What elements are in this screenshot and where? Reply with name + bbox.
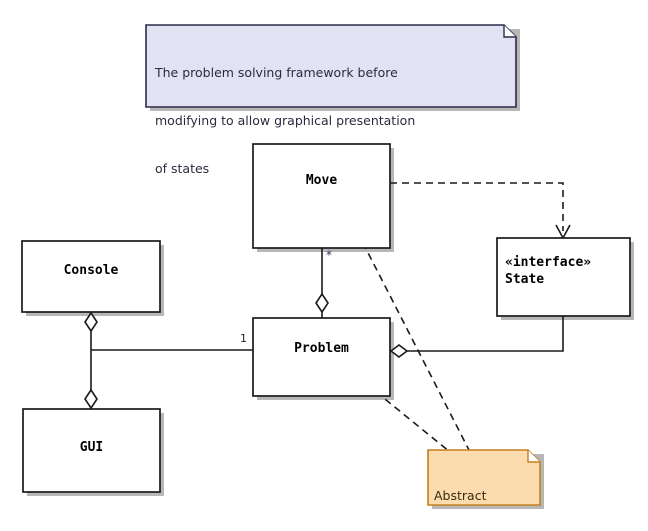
class-box-problem[interactable] bbox=[252, 317, 391, 397]
dashed-connector-layer bbox=[340, 182, 564, 453]
connector-move-realizes-state bbox=[390, 182, 564, 231]
framework-note-body bbox=[145, 24, 517, 108]
abstract-note-fold bbox=[527, 450, 540, 463]
class-box-layer bbox=[21, 143, 631, 493]
aggregation-diamond-gui bbox=[84, 388, 98, 410]
abstract-note-shape[interactable] bbox=[427, 449, 541, 506]
diamond-layer bbox=[84, 292, 409, 410]
class-box-console[interactable] bbox=[21, 240, 161, 313]
aggregation-diamond-console bbox=[84, 311, 98, 333]
framework-note-fold bbox=[503, 25, 516, 38]
connector-problem-to-abstract-note bbox=[347, 368, 451, 453]
connector-problem-to-state bbox=[406, 316, 564, 352]
class-box-state[interactable] bbox=[496, 237, 631, 317]
abstract-note-body bbox=[427, 449, 541, 506]
framework-note-shape[interactable] bbox=[145, 24, 517, 108]
aggregation-diamond-move-problem bbox=[315, 292, 329, 314]
class-box-gui[interactable] bbox=[22, 408, 161, 493]
aggregation-diamond-problem-state bbox=[389, 344, 409, 358]
class-box-move[interactable] bbox=[252, 143, 391, 249]
